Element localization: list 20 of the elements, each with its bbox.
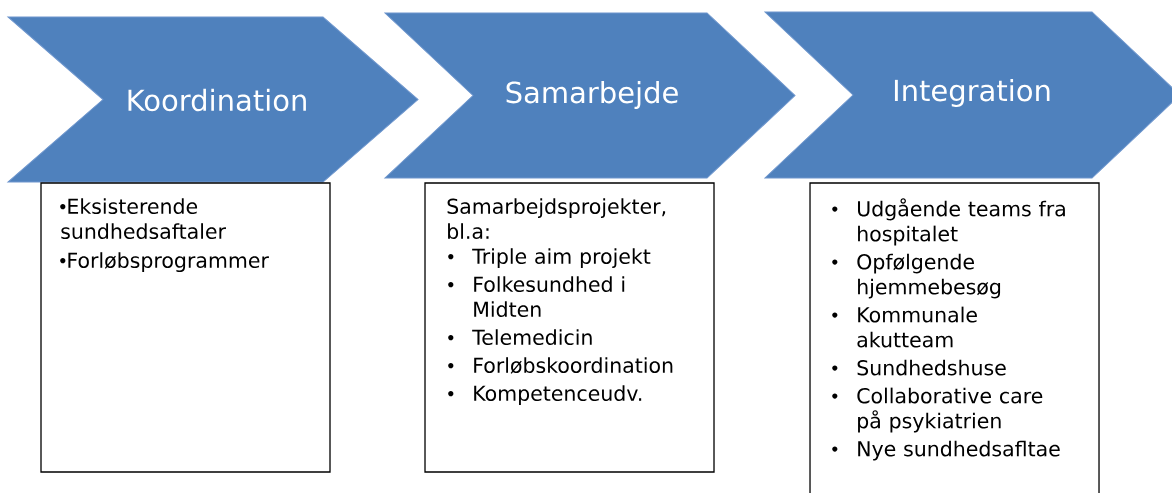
list-item: Nye sundhedsafltae <box>832 440 1060 461</box>
list-item: Forløbskoordination <box>448 357 673 374</box>
text-box <box>424 182 715 473</box>
list-item: Kompetenceudv. <box>448 385 642 406</box>
list-item: Triple aim projekt <box>448 248 651 269</box>
heading-text: Samarbejdsprojekter, bl.a: <box>447 198 666 240</box>
list-item: Telemedicin <box>448 329 592 346</box>
list-item: Kommunale akutteam <box>832 306 977 348</box>
chevron-band: Koordination <box>7 16 419 183</box>
text-box <box>809 182 1100 493</box>
list-item: Forløbsprogrammer <box>60 252 269 273</box>
chevron-band: Integration <box>764 11 1172 179</box>
list-item: Udgående teams fra hospitalet <box>832 198 1065 246</box>
list-item: Opfølgende hjemmebesøg <box>832 253 1001 299</box>
list-item: Eksisterende sundhedsaftaler <box>60 198 226 240</box>
chevron-band: Samarbejde <box>384 12 796 179</box>
text-box <box>40 182 331 473</box>
list-item: Collaborative care på psykiatrien <box>832 387 1043 433</box>
list-item: Folkesundhed i Midten <box>448 276 625 318</box>
list-item: Sundhedshuse <box>832 359 1006 376</box>
